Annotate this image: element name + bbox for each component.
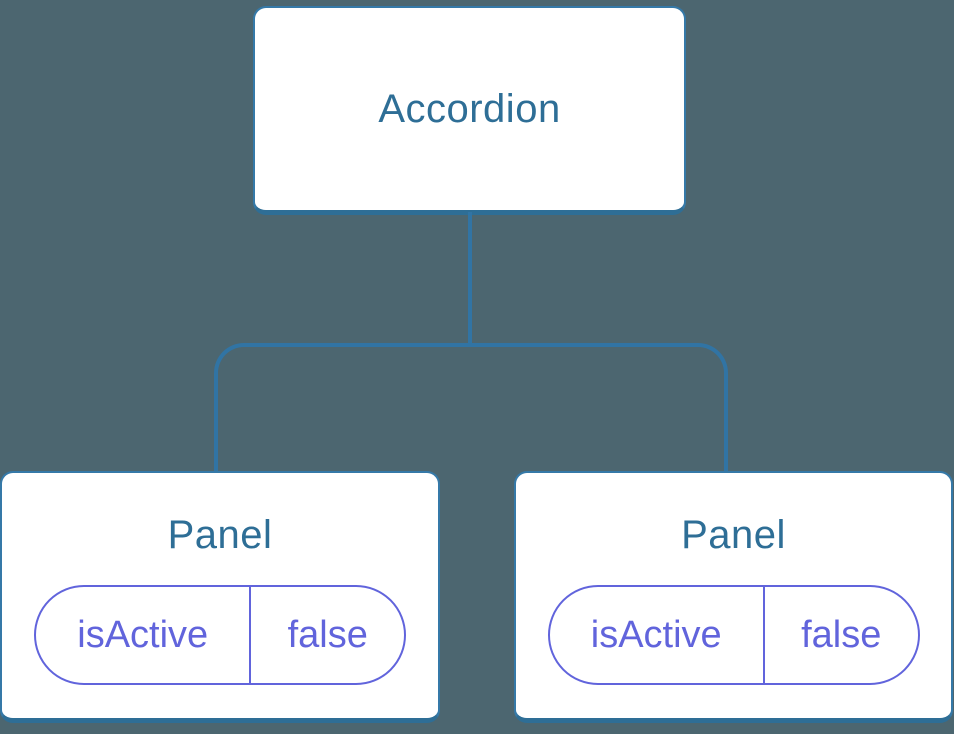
state-name: isActive [590, 613, 722, 656]
panel-node-right: Panel isActive false [514, 471, 953, 723]
accordion-node: Accordion [253, 6, 686, 215]
panel-node-label: Panel [681, 513, 786, 557]
panel-node-left: Panel isActive false [0, 471, 440, 723]
state-value: false [249, 587, 404, 683]
panel-node-label: Panel [167, 513, 273, 557]
connector-bracket [214, 343, 728, 473]
state-value: false [762, 587, 918, 683]
accordion-node-label: Accordion [378, 86, 561, 131]
state-name: isActive [77, 613, 209, 656]
connector-stem [468, 212, 472, 345]
state-pill: isActive false [34, 585, 406, 685]
state-pill: isActive false [547, 585, 920, 685]
